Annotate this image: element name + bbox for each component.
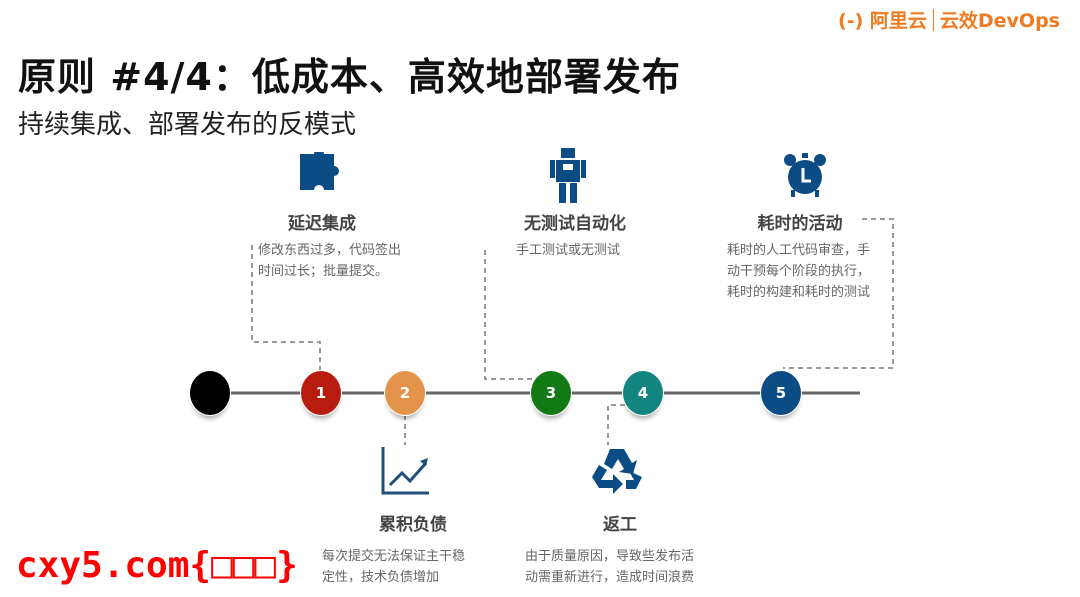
timeline-node-3: 3 xyxy=(530,370,572,416)
item-desc-line: 时间过长；批量提交。 xyxy=(258,264,389,279)
timeline-node-5: 5 xyxy=(760,370,802,416)
robot-icon xyxy=(550,148,586,203)
item-desc-line: 动干预每个阶段的执行， xyxy=(727,264,871,279)
item-desc-3: 手工测试或无测试 xyxy=(516,243,621,258)
connector-5 xyxy=(783,218,894,369)
timeline-start-node xyxy=(189,370,231,416)
timeline-node-2: 2 xyxy=(384,370,426,416)
chart-trend-icon xyxy=(381,447,429,495)
item-desc-1: 修改东西过多，代码签出 时间过长；批量提交。 xyxy=(258,240,401,282)
item-desc-line: 定性，技术负债增加 xyxy=(322,570,440,585)
item-desc-5: 耗时的人工代码审查，手 动干预每个阶段的执行， 耗时的构建和耗时的测试 xyxy=(727,240,870,303)
connector-1 xyxy=(251,245,321,372)
alarm-clock-icon xyxy=(784,153,826,197)
item-title-5: 耗时的活动 xyxy=(757,214,843,234)
item-title-1: 延迟集成 xyxy=(288,214,356,234)
item-desc-line: 修改东西过多，代码签出 xyxy=(258,243,402,258)
connector-4 xyxy=(607,404,625,445)
page-subtitle: 持续集成、部署发布的反模式 xyxy=(18,110,357,140)
watermark: cxy5.com{□□□} xyxy=(16,545,298,586)
connector-3 xyxy=(484,250,533,380)
item-desc-line: 每次提交无法保证主干稳 xyxy=(322,549,466,564)
timeline-node-1: 1 xyxy=(300,370,342,416)
item-desc-line: 耗时的人工代码审查，手 xyxy=(727,243,871,258)
puzzle-icon xyxy=(300,152,339,190)
item-desc-4: 由于质量原因，导致些发布活 动需重新进行，造成时间浪费 xyxy=(525,546,694,588)
recycle-icon xyxy=(592,449,642,494)
item-title-3: 无测试自动化 xyxy=(524,214,626,234)
item-desc-line: 由于质量原因，导致些发布活 xyxy=(525,549,695,564)
item-desc-line: 耗时的构建和耗时的测试 xyxy=(727,285,871,300)
timeline-node-4: 4 xyxy=(622,370,664,416)
page-title: 原则 #4/4：低成本、高效地部署发布 xyxy=(18,55,681,99)
item-desc-2: 每次提交无法保证主干稳 定性，技术负债增加 xyxy=(322,546,465,588)
logo-divider xyxy=(932,8,934,31)
item-desc-line: 动需重新进行，造成时间浪费 xyxy=(525,570,695,585)
logo-product: 云效DevOps xyxy=(939,10,1060,32)
item-title-2: 累积负债 xyxy=(379,515,447,535)
item-title-4: 返工 xyxy=(603,515,637,535)
logo: (-) 阿里云 云效DevOps xyxy=(838,6,1060,33)
logo-brand: (-) 阿里云 xyxy=(838,10,927,32)
